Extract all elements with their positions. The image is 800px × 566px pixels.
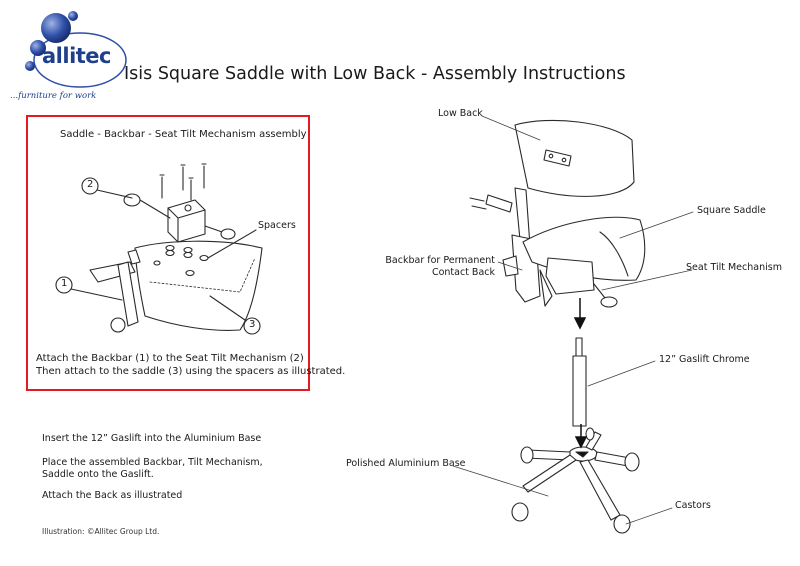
detail-box-note: Attach the Backbar (1) to the Seat Tilt … bbox=[36, 352, 345, 378]
aluminium-base-drawing bbox=[522, 431, 631, 521]
castors-label: Castors bbox=[675, 500, 711, 511]
callout-2-circle bbox=[81, 177, 99, 195]
detail-saddle-drawing bbox=[134, 240, 263, 331]
brand-name: allitec bbox=[42, 44, 112, 68]
brand-tagline: ...furniture for work bbox=[10, 91, 97, 101]
low-back-label: Low Back bbox=[438, 108, 483, 119]
step-2: Place the assembled Backbar, Tilt Mechan… bbox=[42, 457, 263, 480]
base-label: Polished Aluminium Base bbox=[346, 458, 466, 469]
detail-exploded-illustration bbox=[55, 163, 263, 335]
chair-illustration bbox=[469, 119, 646, 534]
detail-mechanism-drawing bbox=[123, 193, 236, 243]
square-saddle-label: Square Saddle bbox=[697, 205, 766, 216]
detail-spacers bbox=[153, 244, 209, 277]
backbar-label-line-2: Contact Back bbox=[431, 267, 495, 278]
seat-tilt-mechanism-drawing bbox=[545, 257, 595, 295]
callout-1-label: 1 bbox=[61, 278, 68, 289]
callout-3-circle bbox=[243, 317, 261, 335]
assembly-arrows bbox=[573, 298, 588, 449]
callout-3-label: 3 bbox=[249, 319, 256, 330]
backbar-label-line-1: Backbar for Permanent bbox=[385, 255, 495, 266]
page-title: Isis Square Saddle with Low Back - Assem… bbox=[124, 64, 626, 84]
detail-screws bbox=[159, 163, 207, 201]
step-3: Attach the Back as illustrated bbox=[42, 490, 183, 501]
seat-tilt-label: Seat Tilt Mechanism bbox=[686, 262, 782, 273]
callout-2-label: 2 bbox=[87, 179, 94, 190]
low-back-drawing bbox=[514, 119, 635, 197]
gaslift-label: 12” Gaslift Chrome bbox=[659, 354, 750, 365]
detail-box bbox=[26, 115, 310, 391]
illustration-credit: Illustration: ©Allitec Group Ltd. bbox=[42, 527, 160, 536]
castors-drawing bbox=[511, 427, 640, 534]
gaslift-drawing bbox=[575, 337, 583, 357]
part-leader-lines bbox=[452, 115, 694, 525]
detail-box-heading: Saddle - Backbar - Seat Tilt Mechanism a… bbox=[60, 129, 307, 140]
backbar-label: Backbar for Permanent Contact Back bbox=[350, 255, 495, 279]
step-1: Insert the 12” Gaslift into the Aluminiu… bbox=[42, 433, 262, 444]
callout-1-circle bbox=[55, 276, 73, 294]
allitec-logo bbox=[25, 11, 127, 88]
detail-note-line-1: Attach the Backbar (1) to the Seat Tilt … bbox=[36, 353, 304, 364]
spacers-label: Spacers bbox=[258, 220, 296, 231]
detail-note-line-2: Then attach to the saddle (3) using the … bbox=[36, 366, 346, 377]
